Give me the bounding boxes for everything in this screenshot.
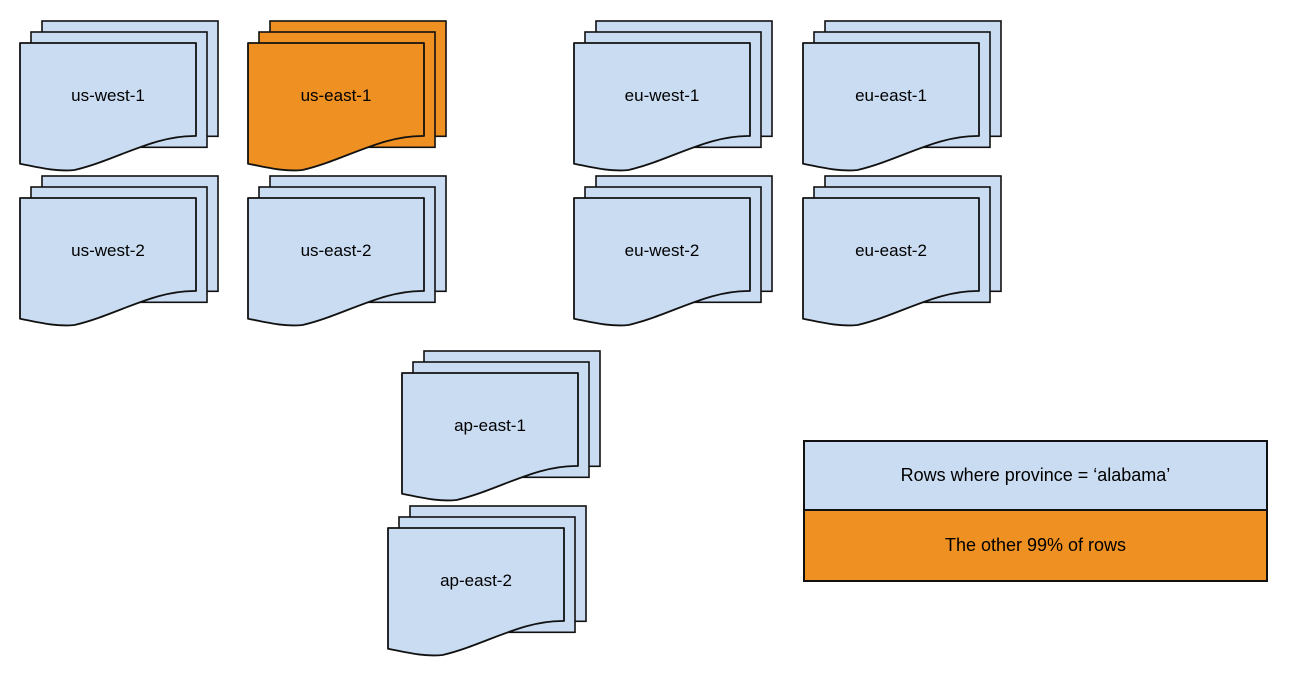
document-stack-ap-east-2[interactable] [387, 505, 587, 657]
legend-row-alabama: Rows where province = ‘alabama’ [805, 442, 1266, 511]
document-stack-eu-west-1[interactable] [573, 20, 773, 172]
stack-sheet-front [802, 197, 980, 327]
stack-sheet-front [247, 197, 425, 327]
legend-label-other: The other 99% of rows [944, 535, 1127, 555]
document-stack-us-east-2[interactable] [247, 175, 447, 327]
stack-sheet-front [19, 197, 197, 327]
legend-label-alabama: Rows where province = ‘alabama’ [900, 465, 1171, 485]
document-stack-eu-east-1[interactable] [802, 20, 1002, 172]
stack-sheet-front [387, 527, 565, 657]
document-stack-eu-east-2[interactable] [802, 175, 1002, 327]
document-stack-ap-east-1[interactable] [401, 350, 601, 502]
stack-sheet-front [401, 372, 579, 502]
document-stack-us-west-1[interactable] [19, 20, 219, 172]
legend: Rows where province = ‘alabama’ The othe… [803, 440, 1268, 582]
stack-sheet-front [19, 42, 197, 172]
document-stack-us-east-1[interactable] [247, 20, 447, 172]
legend-row-other: The other 99% of rows [805, 511, 1266, 580]
stack-sheet-front [247, 42, 425, 172]
document-stack-eu-west-2[interactable] [573, 175, 773, 327]
stack-sheet-front [802, 42, 980, 172]
document-stack-us-west-2[interactable] [19, 175, 219, 327]
stack-sheet-front [573, 197, 751, 327]
stack-sheet-front [573, 42, 751, 172]
document-stack-layer [19, 20, 1002, 657]
